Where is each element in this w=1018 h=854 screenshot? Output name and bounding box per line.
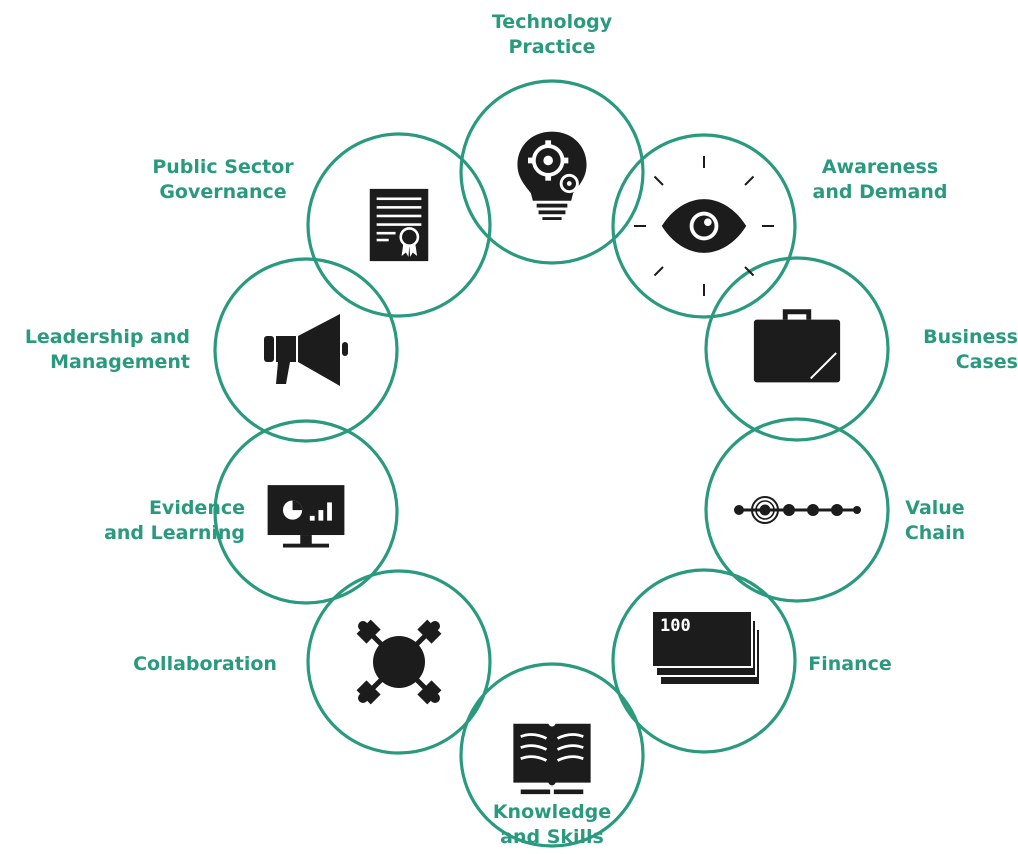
label-line: Chain — [904, 522, 966, 544]
label-line: Leadership and — [24, 326, 190, 348]
label-line: Collaboration — [133, 653, 277, 675]
label-line: Finance — [808, 653, 892, 675]
label-finance: Finance — [790, 652, 910, 677]
label-awareness-and-demand: Awareness and Demand — [780, 155, 980, 205]
label-line: Practice — [508, 36, 596, 58]
label-line: and Skills — [500, 826, 604, 848]
ring-value-chain — [704, 417, 890, 603]
label-line: Evidence — [148, 497, 245, 519]
label-line: Knowledge — [492, 801, 612, 823]
label-line: Governance — [159, 181, 287, 203]
ring-evidence-and-learning — [213, 419, 399, 605]
label-line: and Demand — [812, 181, 948, 203]
label-line: Awareness — [821, 156, 939, 178]
chain-nodes-icon — [732, 495, 863, 525]
eye-icon — [634, 156, 774, 296]
label-line: and Learning — [104, 522, 245, 544]
megaphone-icon — [264, 314, 348, 386]
open-book-icon — [513, 724, 590, 792]
label-line: Technology — [491, 11, 613, 33]
lightbulb-gears-icon — [517, 131, 587, 220]
ring-technology-practice — [459, 79, 645, 265]
label-evidence-and-learning: Evidence and Learning — [50, 496, 245, 546]
banknotes-icon: 100 — [651, 610, 761, 686]
ring-business-cases — [704, 256, 890, 442]
ring-finance — [611, 568, 797, 754]
ring-circles — [213, 79, 890, 848]
ring-awareness-and-demand — [611, 133, 797, 319]
ring-public-sector-governance — [306, 132, 492, 318]
briefcase-icon — [754, 312, 840, 383]
label-knowledge-and-skills: Knowledge and Skills — [452, 800, 652, 850]
banknote-value: 100 — [660, 616, 691, 636]
ring-knowledge-and-skills — [459, 662, 645, 848]
monitor-chart-icon — [267, 485, 345, 548]
label-line: Management — [50, 351, 190, 373]
eye-rays — [634, 156, 774, 296]
label-line: Business — [923, 326, 1018, 348]
label-line: Cases — [955, 351, 1018, 373]
label-line: Value — [905, 497, 965, 519]
certificate-icon — [368, 187, 430, 263]
ring-icons: 100 — [264, 131, 863, 792]
label-collaboration: Collaboration — [110, 652, 300, 677]
label-line: Public Sector — [152, 156, 294, 178]
ring-leadership-and-management — [213, 257, 399, 443]
ring-collaboration — [306, 569, 492, 755]
round-table-icon — [357, 620, 442, 705]
